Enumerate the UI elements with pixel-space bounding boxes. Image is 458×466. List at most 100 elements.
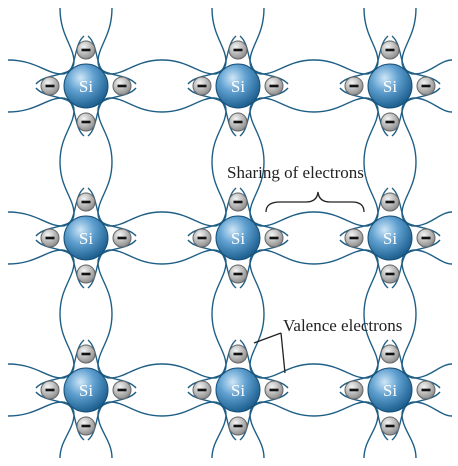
atom-core bbox=[63, 215, 109, 261]
atom-core bbox=[215, 367, 261, 413]
minus-sign bbox=[233, 424, 243, 428]
electron-4 bbox=[192, 76, 212, 96]
atom-symbol: Si bbox=[79, 229, 93, 248]
atom-symbol: Si bbox=[383, 381, 397, 400]
si-atom: Si bbox=[367, 63, 413, 109]
electron-16 bbox=[192, 228, 212, 248]
atom-core bbox=[367, 63, 413, 109]
valence-electrons-label: Valence electrons bbox=[283, 316, 402, 335]
electron-2 bbox=[76, 40, 96, 60]
atom-symbol: Si bbox=[231, 229, 245, 248]
minus-sign bbox=[233, 272, 243, 276]
electron-31 bbox=[228, 416, 248, 436]
minus-sign bbox=[385, 424, 395, 428]
electron-20 bbox=[344, 228, 364, 248]
bond-line-11 bbox=[7, 401, 453, 441]
covalent-bond-lines bbox=[7, 7, 453, 459]
sharing-annotation: Sharing of electrons bbox=[227, 163, 365, 213]
atom-symbol: Si bbox=[383, 77, 397, 96]
minus-sign bbox=[421, 388, 431, 392]
electron-26 bbox=[76, 344, 96, 364]
valence-leader-2 bbox=[280, 332, 286, 374]
atom-core bbox=[63, 367, 109, 413]
minus-sign bbox=[233, 352, 243, 356]
atom-symbol: Si bbox=[231, 381, 245, 400]
si-atom: Si bbox=[63, 215, 109, 261]
minus-sign bbox=[81, 120, 91, 124]
bond-line-8 bbox=[7, 187, 453, 227]
valence-leader-1 bbox=[253, 332, 282, 344]
electron-18 bbox=[228, 192, 248, 212]
si-atom: Si bbox=[63, 63, 109, 109]
minus-sign bbox=[421, 236, 431, 240]
minus-sign bbox=[45, 236, 55, 240]
electron-15 bbox=[76, 264, 96, 284]
minus-sign bbox=[117, 236, 127, 240]
minus-sign bbox=[197, 388, 207, 392]
electron-8 bbox=[344, 76, 364, 96]
valence-annotation: Valence electrons bbox=[253, 316, 402, 374]
bond-line-9 bbox=[7, 249, 453, 289]
electron-32 bbox=[344, 380, 364, 400]
electron-12 bbox=[40, 228, 60, 248]
atom-symbol: Si bbox=[231, 77, 245, 96]
minus-sign bbox=[45, 388, 55, 392]
minus-sign bbox=[269, 236, 279, 240]
electron-17 bbox=[264, 228, 284, 248]
minus-sign bbox=[385, 48, 395, 52]
electron-13 bbox=[112, 228, 132, 248]
atom-core bbox=[367, 215, 413, 261]
bond-line-7 bbox=[7, 97, 453, 137]
electron-23 bbox=[380, 264, 400, 284]
electron-28 bbox=[192, 380, 212, 400]
electron-11 bbox=[380, 112, 400, 132]
electron-0 bbox=[40, 76, 60, 96]
minus-sign bbox=[81, 200, 91, 204]
minus-sign bbox=[385, 120, 395, 124]
minus-sign bbox=[349, 388, 359, 392]
electron-14 bbox=[76, 192, 96, 212]
electron-29 bbox=[264, 380, 284, 400]
valence-electrons bbox=[40, 40, 436, 436]
electron-30 bbox=[228, 344, 248, 364]
electron-3 bbox=[76, 112, 96, 132]
electron-33 bbox=[416, 380, 436, 400]
minus-sign bbox=[349, 84, 359, 88]
si-atom: Si bbox=[215, 367, 261, 413]
minus-sign bbox=[385, 272, 395, 276]
electron-10 bbox=[380, 40, 400, 60]
minus-sign bbox=[349, 236, 359, 240]
si-atom: Si bbox=[367, 367, 413, 413]
minus-sign bbox=[269, 84, 279, 88]
electron-6 bbox=[228, 40, 248, 60]
atom-symbol: Si bbox=[383, 229, 397, 248]
electron-27 bbox=[76, 416, 96, 436]
atom-core bbox=[367, 367, 413, 413]
electron-7 bbox=[228, 112, 248, 132]
minus-sign bbox=[81, 352, 91, 356]
si-atom: Si bbox=[215, 63, 261, 109]
si-atom: Si bbox=[215, 215, 261, 261]
si-atom: Si bbox=[367, 215, 413, 261]
electron-22 bbox=[380, 192, 400, 212]
electron-21 bbox=[416, 228, 436, 248]
minus-sign bbox=[81, 424, 91, 428]
minus-sign bbox=[117, 388, 127, 392]
minus-sign bbox=[269, 388, 279, 392]
sharing-brace bbox=[265, 191, 365, 213]
minus-sign bbox=[421, 84, 431, 88]
electron-25 bbox=[112, 380, 132, 400]
atom-core bbox=[215, 215, 261, 261]
minus-sign bbox=[81, 272, 91, 276]
atom-symbol: Si bbox=[79, 381, 93, 400]
atom-symbol: Si bbox=[79, 77, 93, 96]
electron-34 bbox=[380, 344, 400, 364]
electron-1 bbox=[112, 76, 132, 96]
atom-core bbox=[215, 63, 261, 109]
electron-5 bbox=[264, 76, 284, 96]
atom-core bbox=[63, 63, 109, 109]
si-atom: Si bbox=[63, 367, 109, 413]
sharing-of-electrons-label: Sharing of electrons bbox=[227, 163, 364, 182]
